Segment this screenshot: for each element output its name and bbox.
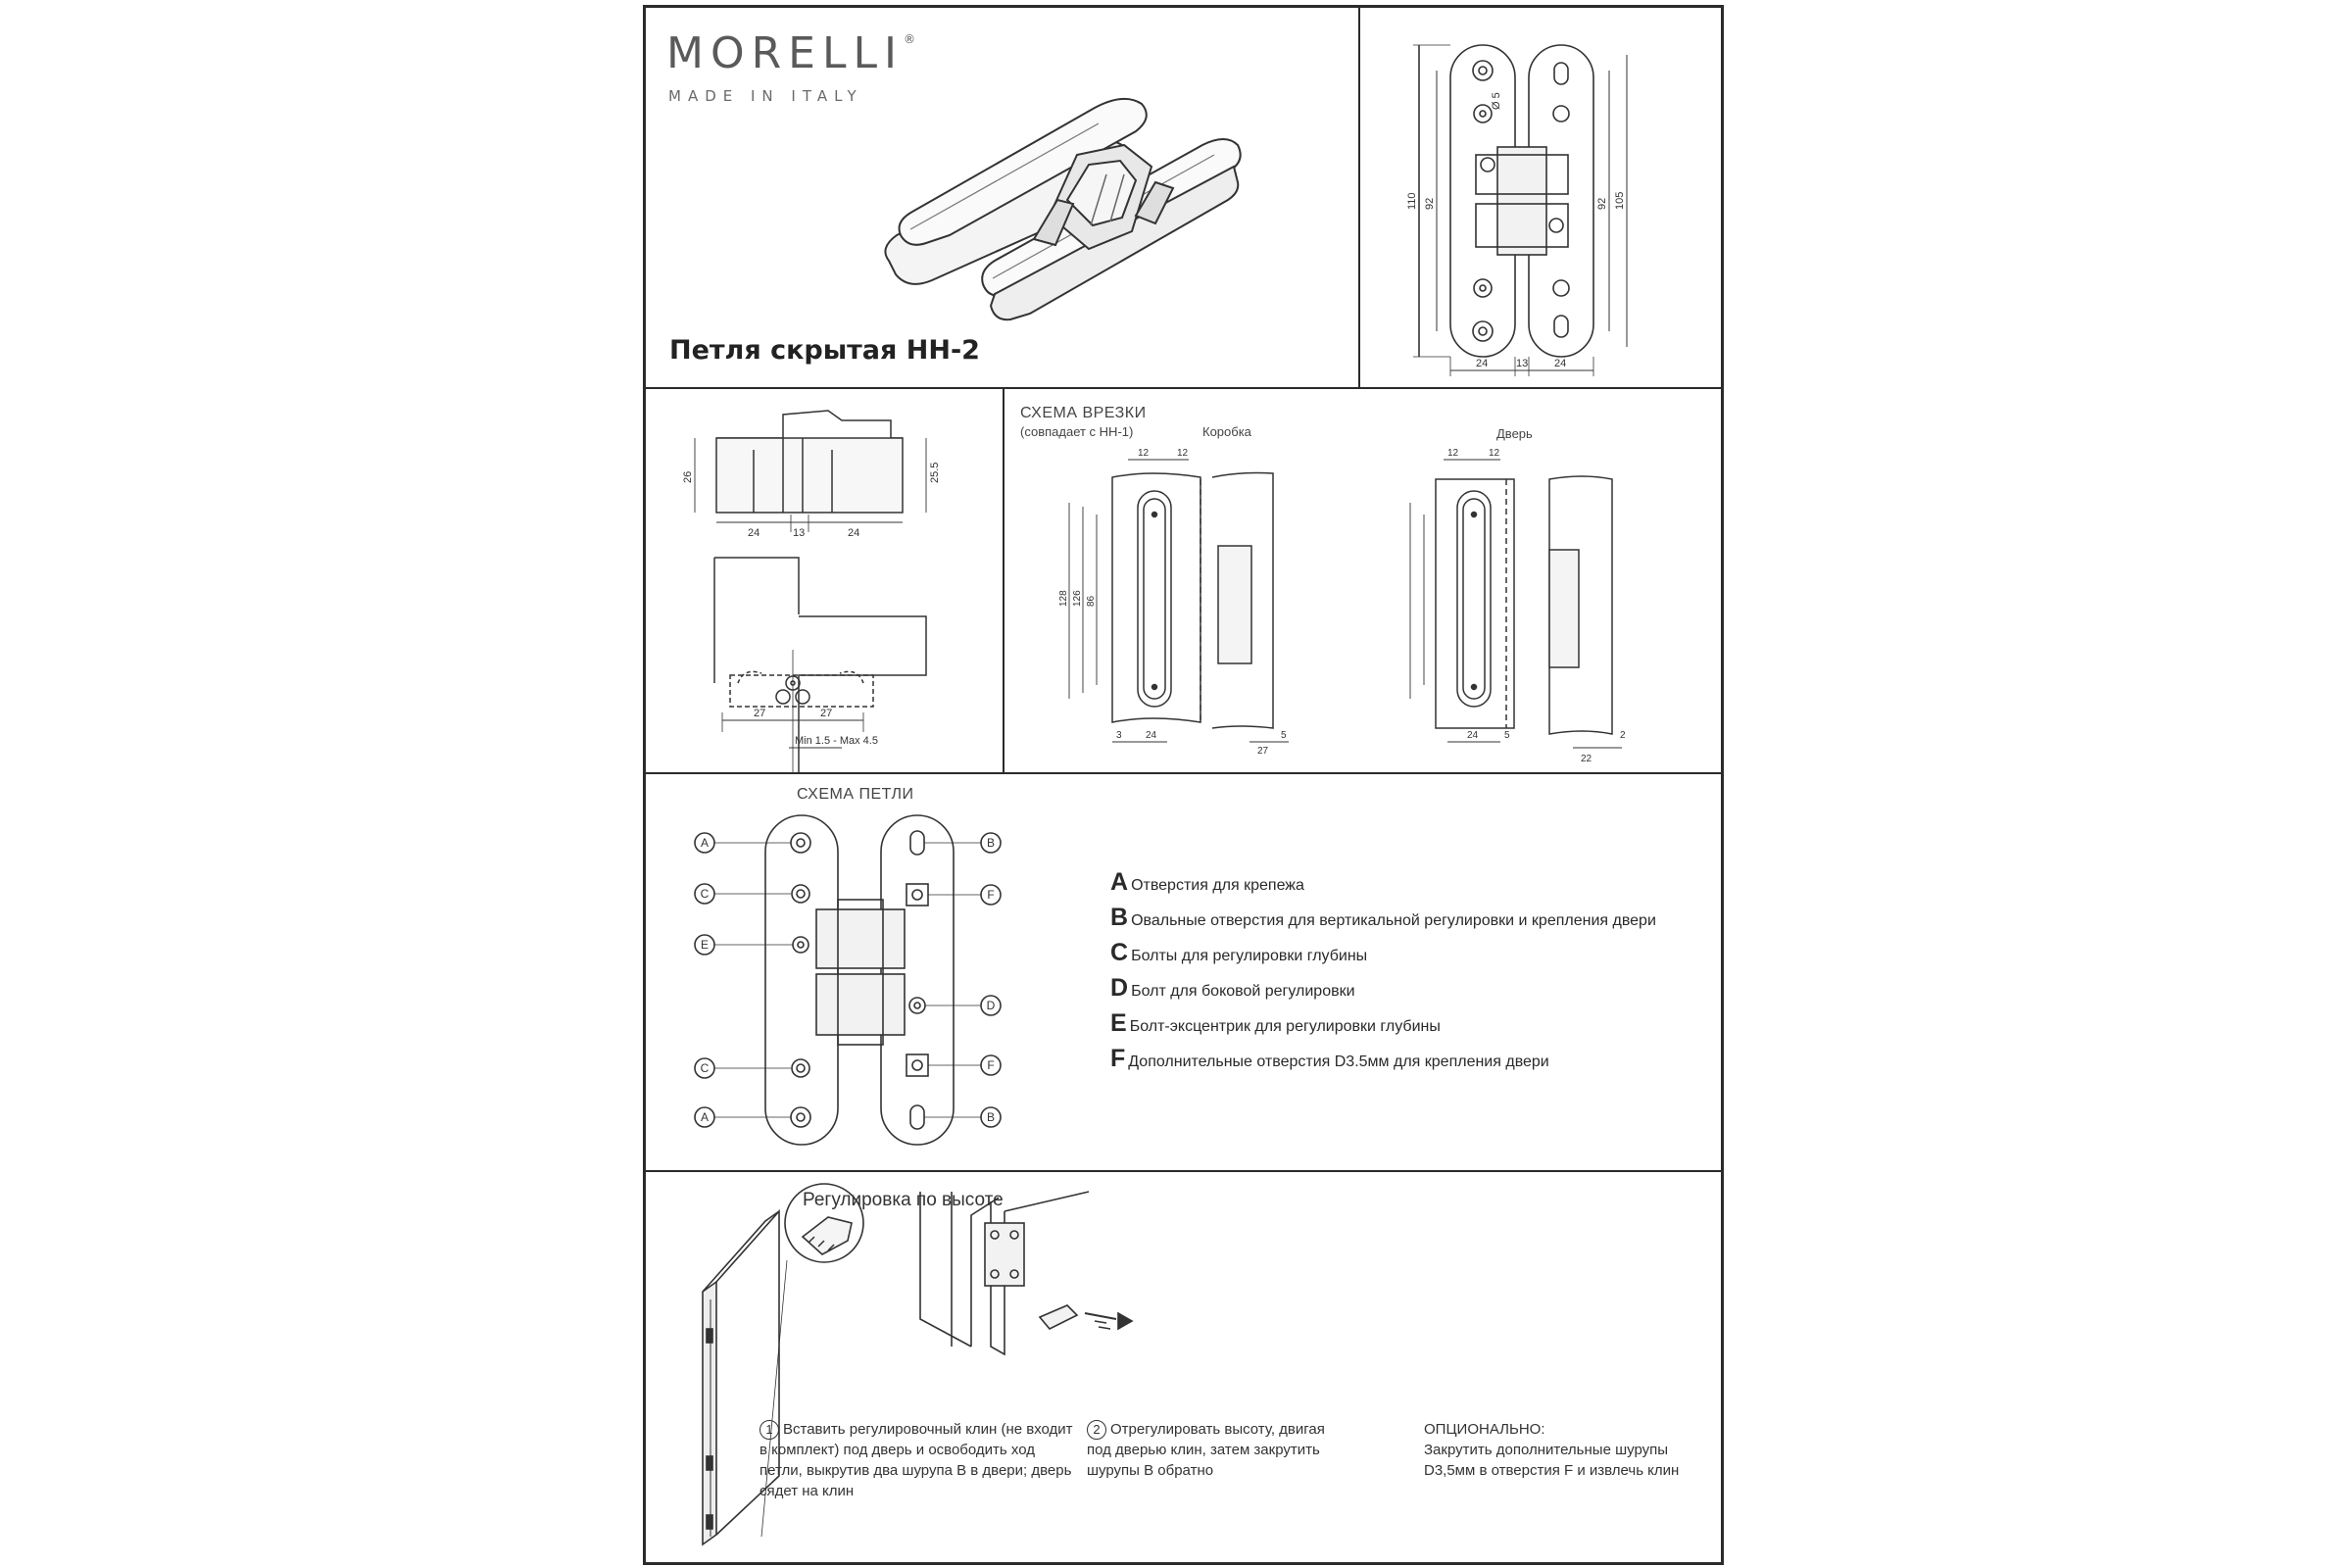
callout-f-bottom: F	[987, 1058, 994, 1072]
product-overview-panel: MORELLI® MADE IN ITALY	[646, 8, 1360, 389]
dim-24-left: 24	[1476, 358, 1488, 369]
callout-c-bottom: C	[701, 1061, 710, 1075]
dim-3: 3	[1116, 730, 1122, 741]
legend-text: Болт для боковой регулировки	[1131, 983, 1355, 1000]
hinge-scheme-panel: СХЕМА ПЕТЛИ	[646, 774, 1721, 1172]
legend-letter: D	[1110, 974, 1129, 1002]
callout-f-top: F	[987, 888, 994, 902]
optional-note: ОПЦИОНАЛЬНО: Закрутить дополнительные шу…	[1424, 1419, 1708, 1481]
dim-12-door-a: 12	[1447, 448, 1459, 459]
legend-text: Болт-эксцентрик для регулировки глубины	[1129, 1018, 1441, 1035]
dim-22-door: 22	[1581, 754, 1592, 764]
hinge-scheme-drawing: A C E C A B F D F B	[694, 814, 1002, 1146]
dim-86: 86	[1086, 595, 1097, 607]
dim-gap: Min 1.5 - Max 4.5	[795, 735, 878, 747]
callout-d: D	[987, 999, 996, 1012]
height-adjust-title: Регулировка по высоте	[803, 1190, 1004, 1210]
dim-105: 105	[1614, 192, 1626, 210]
dim-24b: 24	[848, 527, 859, 539]
scheme-title: СХЕМА ПЕТЛИ	[797, 786, 914, 803]
dim-27a: 27	[754, 708, 765, 719]
legend-text: Овальные отверстия для вертикальной регу…	[1131, 912, 1656, 929]
dim-13b: 13	[793, 527, 805, 539]
legend-text: Болты для регулировки глубины	[1131, 948, 1368, 964]
legend-text: Отверстия для крепежа	[1131, 877, 1304, 894]
dim-92-left: 92	[1424, 198, 1436, 210]
dim-12-door-b: 12	[1489, 448, 1500, 459]
dim-24-frame: 24	[1146, 730, 1157, 741]
dim-2-door: 2	[1620, 730, 1626, 741]
dim-d5: Ø 5	[1491, 92, 1502, 110]
product-title: Петля скрытая HH-2	[669, 335, 980, 366]
mortise-subtitle: (совпадает с HH-1)	[1020, 424, 1134, 439]
dim-24-right: 24	[1554, 358, 1566, 369]
callout-b-bottom: B	[987, 1110, 995, 1124]
mortise-scheme-panel: СХЕМА ВРЕЗКИ (совпадает с HH-1) Коробка …	[1004, 389, 1721, 774]
profile-section-panel: 26 25.5 24 13 24 27 27 Min 1.5 - Max 4.5	[646, 389, 1004, 774]
dim-5-door: 5	[1504, 730, 1510, 741]
legend-letter: C	[1110, 939, 1129, 966]
dim-24a: 24	[748, 527, 760, 539]
brand-tagline: MADE IN ITALY	[668, 87, 863, 105]
frame-label: Коробка	[1202, 424, 1251, 439]
hinge-dimensions-panel: Ø 5 110 92 92 105 24 13 24	[1360, 8, 1721, 389]
dim-27-frame: 27	[1257, 746, 1269, 757]
callout-e: E	[701, 938, 709, 952]
step-2-text: Отрегулировать высоту, двигая под дверью…	[1087, 1421, 1325, 1479]
dim-13: 13	[1516, 358, 1528, 369]
hinge-front-drawing: Ø 5 110 92 92 105 24 13 24	[1406, 44, 1628, 376]
callout-b-top: B	[987, 836, 995, 850]
step-1-number: 1	[760, 1420, 779, 1440]
mortise-title: СХЕМА ВРЕЗКИ	[1020, 405, 1147, 421]
dim-27b: 27	[820, 708, 832, 719]
dim-126: 126	[1072, 590, 1083, 607]
dim-12-left: 12	[1138, 448, 1150, 459]
step-2-number: 2	[1087, 1420, 1106, 1440]
callout-c-top: C	[701, 887, 710, 901]
height-adjust-drawings	[702, 1183, 1134, 1546]
dim-110: 110	[1406, 192, 1418, 210]
legend-letter: A	[1110, 868, 1129, 896]
callout-a-top: A	[701, 836, 709, 850]
step-1-text: Вставить регулировочный клин (не входит …	[760, 1421, 1073, 1499]
door-label: Дверь	[1496, 426, 1533, 441]
legend-text: Дополнительные отверстия D3.5мм для креп…	[1128, 1054, 1549, 1070]
profile-drawing: 26 25.5 24 13 24 27 27 Min 1.5 - Max 4.5	[682, 410, 941, 772]
legend-letter: E	[1110, 1009, 1127, 1037]
dim-12-right: 12	[1177, 448, 1189, 459]
mortise-drawings: 12 12 128 126 86 3 24 27 5 12 12 24 5 22…	[1058, 448, 1626, 764]
dim-26: 26	[682, 471, 694, 483]
dim-128: 128	[1058, 590, 1069, 607]
dim-25-5: 25.5	[929, 463, 941, 483]
optional-title: ОПЦИОНАЛЬНО:	[1424, 1421, 1545, 1438]
callout-a-bottom: A	[701, 1110, 709, 1124]
hinge-3d-illustration	[884, 97, 1242, 321]
optional-text: Закрутить дополнительные шурупы D3,5мм в…	[1424, 1442, 1680, 1479]
dim-24-door: 24	[1467, 730, 1479, 741]
brand-name: MORELLI	[666, 28, 904, 78]
height-adjust-panel: Регулировка по высоте	[646, 1172, 1721, 1562]
brand-logo: MORELLI®	[666, 28, 915, 78]
legend-letter: B	[1110, 904, 1129, 931]
dim-92-right: 92	[1596, 198, 1608, 210]
legend-letter: F	[1110, 1045, 1126, 1072]
instruction-sheet: MORELLI® MADE IN ITALY	[643, 5, 1724, 1565]
dim-5-frame: 5	[1281, 730, 1287, 741]
registered-mark: ®	[903, 32, 915, 46]
